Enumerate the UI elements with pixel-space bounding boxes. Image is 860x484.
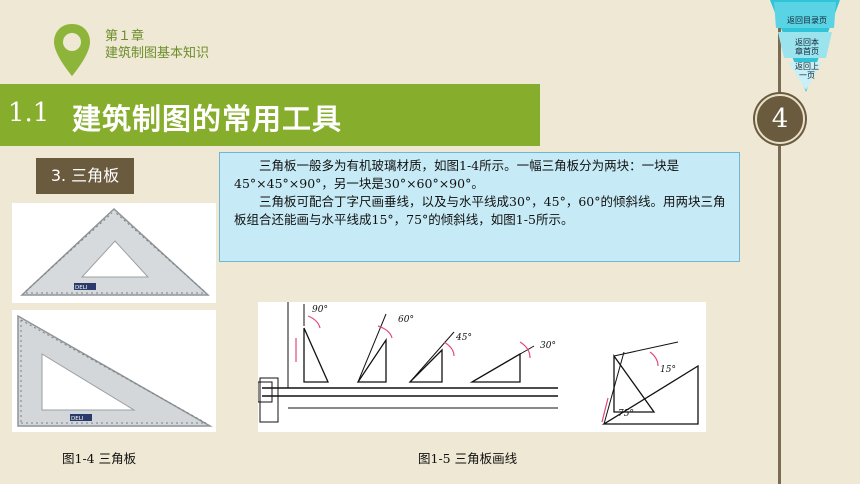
back-to-chapter-label-1: 返回本 bbox=[795, 38, 819, 47]
section-title-band: 1.1 建筑制图的常用工具 bbox=[0, 84, 540, 146]
triangle-45-photo: DELI bbox=[12, 203, 216, 303]
chapter-number: 第１章 bbox=[105, 29, 145, 44]
chapter-subject: 建筑制图基本知识 bbox=[105, 46, 210, 61]
back-to-previous-label-1: 返回上 bbox=[795, 62, 819, 71]
angle-label-60: 60° bbox=[398, 315, 414, 325]
page-number-badge: 4 bbox=[755, 94, 805, 144]
back-to-chapter-button[interactable]: 返回本 章首页 bbox=[786, 38, 828, 56]
info-box: 三角板一般多为有机玻璃材质，如图1-4所示。一幅三角板分为两块：一块是45°×4… bbox=[219, 152, 740, 262]
vertical-divider bbox=[778, 0, 781, 484]
triangle-30-60-photo: DELI bbox=[12, 310, 216, 432]
back-to-previous-button[interactable]: 返回上 一页 bbox=[790, 62, 824, 80]
navigation-triangle-icon bbox=[770, 0, 840, 92]
angle-label-45: 45° bbox=[455, 333, 472, 343]
section-number: 1.1 bbox=[8, 98, 50, 128]
figure-1-4-caption: 图1-4 三角板 bbox=[62, 451, 137, 466]
back-to-chapter-label-2: 章首页 bbox=[795, 47, 819, 56]
angle-label-15: 15° bbox=[660, 365, 676, 375]
chapter-heading: 第１章 建筑制图基本知识 bbox=[105, 28, 209, 62]
figure-1-5-caption: 图1-5 三角板画线 bbox=[418, 451, 518, 466]
angle-label-30: 30° bbox=[540, 341, 556, 351]
brand-label-2: DELI bbox=[71, 416, 84, 422]
back-to-previous-label-2: 一页 bbox=[799, 71, 815, 80]
back-to-toc-button[interactable]: 返回目录页 bbox=[787, 16, 827, 25]
navigation-panel: 返回目录页 返回本 章首页 返回上 一页 bbox=[752, 0, 860, 92]
info-paragraph-1: 三角板一般多为有机玻璃材质，如图1-4所示。一幅三角板分为两块：一块是45°×4… bbox=[234, 158, 680, 191]
info-paragraph-2: 三角板可配合丁字尺画垂线，以及与水平线成30°，45°，60°的倾斜线。用两块三… bbox=[234, 194, 726, 227]
brand-label-1: DELI bbox=[75, 285, 88, 291]
triangle-drawing-diagram: 90° 60° 45° 30° 15° 75° bbox=[257, 302, 706, 432]
angle-label-90: 90° bbox=[312, 305, 328, 315]
location-pin-icon bbox=[54, 24, 90, 76]
subsection-label: 3. 三角板 bbox=[36, 158, 134, 194]
section-title: 建筑制图的常用工具 bbox=[72, 102, 343, 136]
angle-label-75: 75° bbox=[618, 409, 634, 419]
